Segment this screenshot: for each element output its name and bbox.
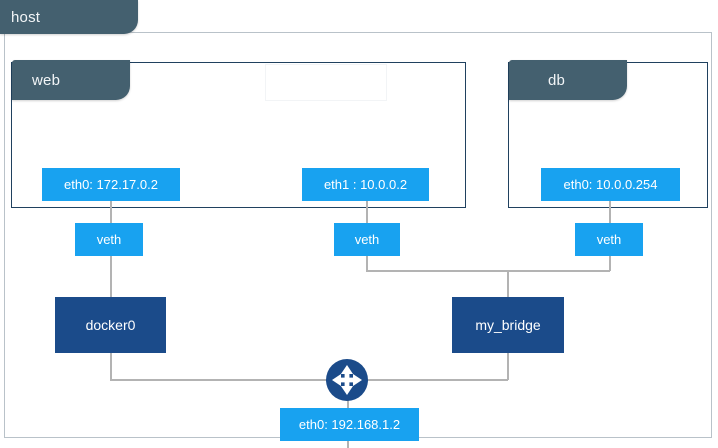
veth-web-eth1[interactable]: veth	[334, 223, 400, 256]
tab-db-label: db	[548, 71, 566, 89]
tab-db[interactable]: db	[509, 60, 627, 100]
bridge-docker0-label: docker0	[85, 317, 136, 333]
interface-host-eth0-label: eth0: 192.168.1.2	[298, 417, 401, 432]
line-web-eth1-to-veth	[366, 201, 368, 223]
line-bottom-bus	[110, 379, 508, 381]
interface-db-eth0-label: eth0: 10.0.0.254	[563, 177, 658, 192]
line-host-eth0-stub	[347, 441, 349, 448]
veth-web-eth1-label: veth	[354, 232, 380, 247]
bridge-my_bridge[interactable]: my_bridge	[452, 297, 564, 353]
veth-db-eth0-label: veth	[596, 232, 622, 247]
interface-web-eth0[interactable]: eth0: 172.17.0.2	[42, 168, 180, 201]
interface-web-eth1-label: eth1 : 10.0.0.2	[323, 177, 408, 192]
bridge-docker0[interactable]: docker0	[55, 297, 166, 353]
tab-host[interactable]: host	[0, 0, 138, 34]
veth-db-eth0[interactable]: veth	[575, 223, 643, 256]
tab-web[interactable]: web	[12, 60, 130, 100]
bridge-my_bridge-label: my_bridge	[475, 317, 541, 333]
line-veth-merge-bus	[366, 270, 610, 272]
interface-host-eth0[interactable]: eth0: 192.168.1.2	[280, 408, 419, 441]
interface-web-eth0-label: eth0: 172.17.0.2	[64, 177, 158, 192]
interface-web-eth1[interactable]: eth1 : 10.0.0.2	[302, 168, 429, 201]
line-docker0-down	[110, 353, 112, 380]
veth-web-eth0[interactable]: veth	[75, 223, 143, 256]
tab-web-label: web	[32, 71, 61, 89]
line-db-eth0-to-veth	[609, 201, 611, 223]
line-veth-db-eth0-drop	[609, 256, 611, 271]
ghost-rectangle	[265, 64, 387, 101]
tab-host-label: host	[11, 8, 41, 26]
line-my_bridge-down	[507, 353, 509, 380]
interface-db-eth0[interactable]: eth0: 10.0.0.254	[541, 168, 680, 201]
line-router-to-host-eth0	[347, 395, 349, 411]
router-icon[interactable]	[325, 358, 369, 402]
line-veth-web-eth1-drop	[366, 256, 368, 271]
line-merge-bus-to-my_bridge	[507, 270, 509, 298]
line-veth-to-docker0	[110, 256, 112, 297]
line-web-eth0-to-veth	[110, 201, 112, 223]
veth-web-eth0-label: veth	[96, 232, 122, 247]
